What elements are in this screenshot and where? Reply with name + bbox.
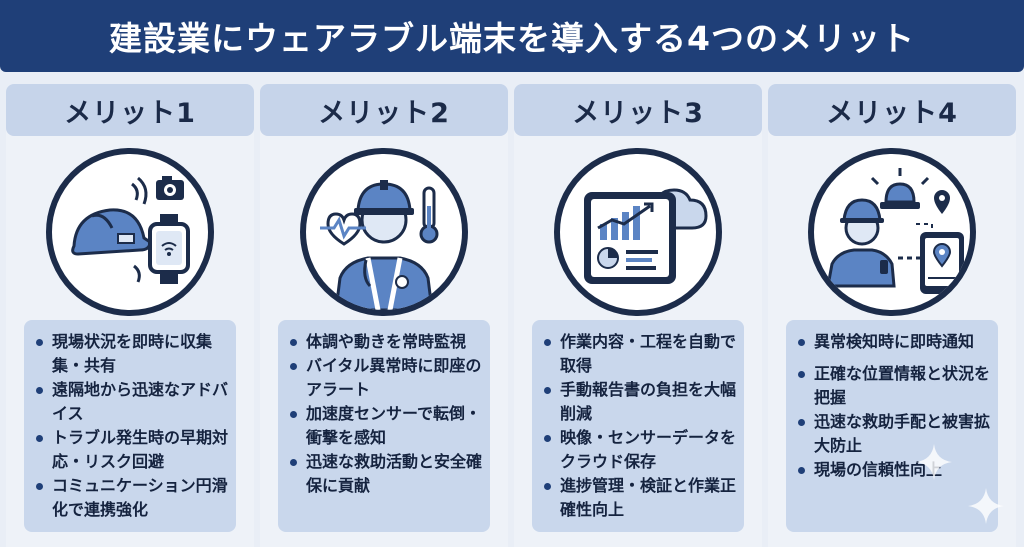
wireless-signal-icon	[131, 176, 148, 283]
benefit-column-4: メリット4	[768, 84, 1016, 547]
benefit-illustration-3	[554, 148, 722, 316]
benefit-illustration-4	[808, 148, 976, 316]
benefit-column-3: メリット3	[514, 84, 762, 547]
benefit-header-1-label: メリット1	[64, 97, 196, 129]
benefit-card-2: 体調や動きを常時監視 バイタル異常時に即座のアラート 加速度センサーで転倒・衝撃…	[278, 320, 490, 532]
benefit-header-3-label: メリット3	[572, 97, 704, 129]
benefit-2-item-2: バイタル異常時に即座のアラート	[288, 354, 482, 402]
sparkle-icon	[968, 488, 1004, 524]
benefit-header-1: メリット1	[6, 84, 254, 136]
benefit-3-item-1: 作業内容・工程を自動で取得	[542, 330, 736, 378]
benefit-4-spacer	[796, 354, 990, 362]
benefit-2-item-4: 迅速な救助活動と安全確保に貢献	[288, 450, 482, 498]
benefit-3-item-4: 進捗管理・検証と作業正確性向上	[542, 474, 736, 522]
benefit-header-2-label: メリット2	[318, 97, 450, 129]
thermometer-icon	[419, 186, 439, 244]
worker-icon	[826, 198, 896, 288]
alarm-light-icon	[870, 168, 930, 209]
benefit-4-item-4: 現場の信頼性向上	[796, 458, 990, 482]
benefit-3-item-2: 手動報告書の負担を大幅削減	[542, 378, 736, 426]
map-tablet-icon	[898, 223, 964, 294]
title-bar: 建設業にウェアラブル端末を導入する4つのメリット	[0, 0, 1024, 72]
worker-icon	[334, 180, 434, 310]
benefit-1-item-4: コミュニケーション円滑化で連携強化	[34, 474, 228, 522]
benefit-header-4-label: メリット4	[826, 97, 958, 129]
benefit-2-item-1: 体調や動きを常時監視	[288, 330, 482, 354]
helmet-icon	[71, 208, 152, 256]
benefit-header-4: メリット4	[768, 84, 1016, 136]
benefit-card-4: 異常検知時に即時通知 正確な位置情報と状況を把握 迅速な救助手配と被害拡大防止 …	[786, 320, 998, 532]
benefit-4-item-1: 異常検知時に即時通知	[796, 330, 990, 354]
benefit-illustration-2	[300, 148, 468, 316]
benefit-column-2: メリット2	[260, 84, 508, 547]
tablet-chart-icon	[584, 192, 676, 284]
benefit-columns: メリット1	[0, 84, 1024, 547]
sparkle-icon	[916, 444, 952, 480]
benefit-card-3: 作業内容・工程を自動で取得 手動報告書の負担を大幅削減 映像・センサーデータをク…	[532, 320, 744, 532]
smartwatch-icon	[148, 214, 190, 284]
benefit-header-3: メリット3	[514, 84, 762, 136]
camera-icon	[156, 176, 184, 200]
benefit-column-1: メリット1	[6, 84, 254, 547]
benefit-3-item-3: 映像・センサーデータをクラウド保存	[542, 426, 736, 474]
benefit-1-item-3: トラブル発生時の早期対応・リスク回避	[34, 426, 228, 474]
benefit-1-item-1: 現場状況を即時に収集集・共有	[34, 330, 228, 378]
benefit-header-2: メリット2	[260, 84, 508, 136]
benefit-1-item-2: 遠隔地から迅速なアドバイス	[34, 378, 228, 426]
benefit-2-item-3: 加速度センサーで転倒・衝撃を感知	[288, 402, 482, 450]
heartbeat-icon	[320, 212, 366, 246]
location-pin-icon	[934, 190, 950, 214]
benefit-4-item-2: 正確な位置情報と状況を把握	[796, 362, 990, 410]
page-title: 建設業にウェアラブル端末を導入する4つのメリット	[109, 19, 915, 58]
benefit-4-item-3: 迅速な救助手配と被害拡大防止	[796, 410, 990, 458]
benefit-card-1: 現場状況を即時に収集集・共有 遠隔地から迅速なアドバイス トラブル発生時の早期対…	[24, 320, 236, 532]
benefit-illustration-1	[46, 148, 214, 316]
